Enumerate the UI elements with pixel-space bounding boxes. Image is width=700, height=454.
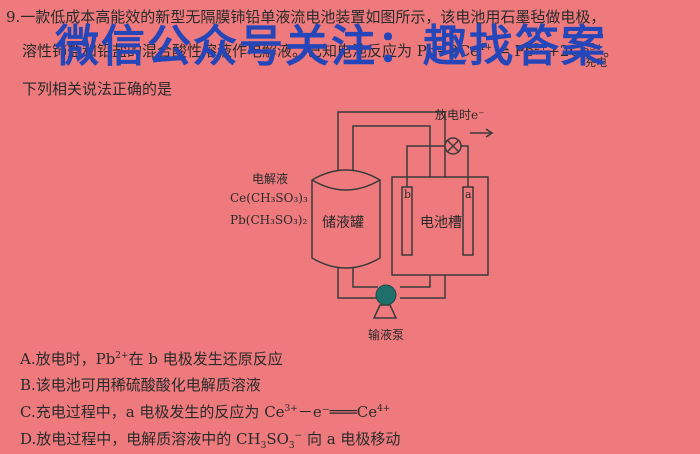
option-d-charge: − (294, 431, 303, 441)
line2-charge: 4+ (478, 43, 493, 53)
line2-charge2: 2+ (534, 43, 548, 53)
option-a-pre: A.放电时，Pb (20, 350, 116, 368)
line2-tail: 。 (603, 42, 619, 60)
line2-mid2: ⇌ Pb (492, 42, 535, 60)
watermark-text: 微信公众号关注：趣找答案 (55, 21, 607, 72)
pump-icon (375, 284, 397, 306)
option-c-pre: C.充电过程中，a 电极发生的反应为 Ce (20, 403, 285, 421)
reaction-condition-label: 充电 (585, 56, 607, 69)
option-b[interactable]: B.该电池可用稀硫酸酸化电解质溶液 (20, 376, 261, 394)
discharge-arrowhead (485, 128, 494, 138)
pipe-inner (352, 125, 431, 288)
tank-rim (311, 179, 381, 191)
electrode-a-label: a (465, 188, 472, 201)
question-prompt: 下列相关说法正确的是 (22, 80, 173, 98)
option-c-charge1: 3+ (284, 404, 298, 414)
option-d-pre: D.放电过程中，电解质溶液中的 CH (20, 430, 261, 448)
lamp-cross (446, 139, 460, 153)
pipe-bottom-inner (352, 265, 378, 288)
option-a-charge: 2+ (115, 351, 129, 361)
electrode-b-label: b (404, 188, 412, 201)
option-c[interactable]: C.充电过程中，a 电极发生的反应为 Ce3+－e⁻═══Ce4+ (20, 401, 390, 422)
line2-charge3: 3+ (589, 43, 604, 53)
wire-left (406, 145, 445, 187)
pump-label: 输液泵 (368, 328, 405, 342)
option-d-mid: SO (266, 430, 289, 448)
option-a[interactable]: A.放电时，Pb2+在 b 电极发生还原反应 (20, 348, 283, 369)
discharge-label: 放电时e⁻ (435, 108, 485, 122)
option-d-sub2: 3 (288, 441, 295, 451)
electrolyte-ce: Ce(CH₃SO₃)₃ (230, 191, 308, 205)
storage-tank (311, 169, 381, 269)
line2-start: 溶性铈盐和铅盐的混合酸性溶液作电解液。已知电池反应为 Pb (22, 42, 437, 60)
question-line-2: 溶性铈盐和铅盐的混合酸性溶液作电解液。已知电池反应为 Pb+2Ce4+ ⇌ Pb… (22, 40, 618, 61)
wire-right (461, 145, 469, 187)
line2-end: +2Ce (547, 42, 590, 60)
option-c-mid: －e⁻═══Ce (297, 403, 378, 421)
tank-label: 储液罐 (322, 215, 364, 231)
pump-stand (372, 304, 398, 319)
electrolyte-title: 电解液 (252, 172, 289, 186)
question-line-1: 9.一款低成本高能效的新型无隔膜铈铅单液流电池装置如图所示，该电池用石墨毡做电极… (6, 8, 606, 26)
option-d[interactable]: D.放电过程中，电解质溶液中的 CH3SO3− 向 a 电极移动 (20, 428, 400, 451)
option-d-post: 向 a 电极移动 (302, 430, 401, 448)
line2-mid: +2Ce (436, 42, 479, 60)
electrolyte-pb: Pb(CH₃SO₃)₂ (230, 213, 308, 227)
pipe-outer (337, 111, 446, 299)
option-a-post: 在 b 电极发生还原反应 (128, 350, 283, 368)
cell-label: 电池槽 (420, 215, 462, 231)
option-d-sub1: 3 (260, 441, 267, 451)
option-c-charge2: 4+ (377, 404, 391, 414)
pipe-bottom-left (337, 265, 378, 299)
